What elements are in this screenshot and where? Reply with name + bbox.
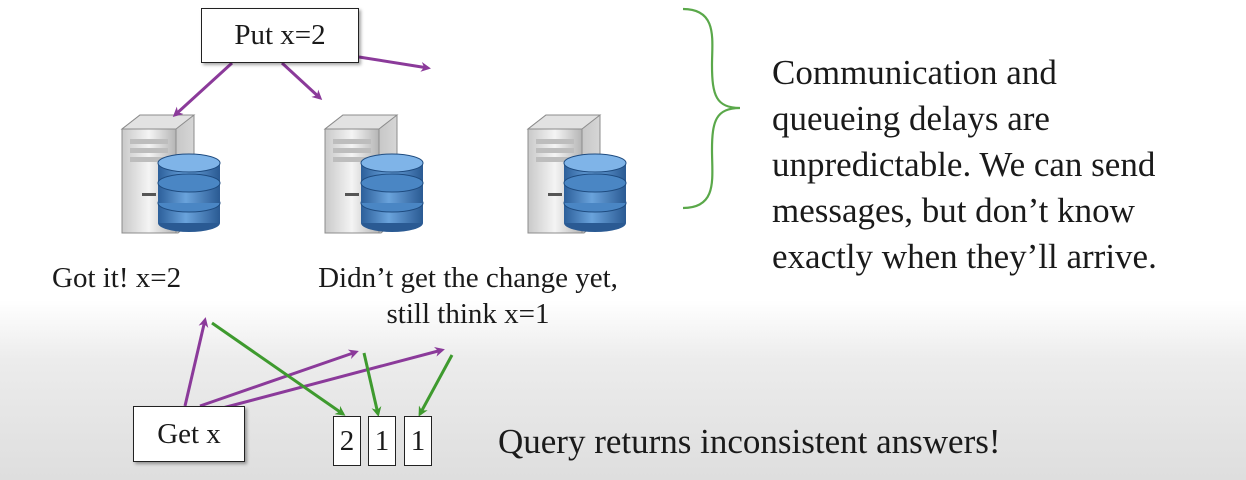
- server-1-icon: [121, 114, 221, 234]
- get-request-label: Get x: [157, 417, 221, 450]
- reply-arrow-from-server-2: [362, 352, 382, 417]
- put-request-label: Put x=2: [234, 19, 326, 51]
- put-request-box: Put x=2: [201, 8, 359, 63]
- get-request-box: Get x: [133, 406, 245, 462]
- explanation-line-2: queueing delays are: [772, 99, 1050, 138]
- reply-arrow-from-server-3: [418, 354, 454, 417]
- get-arrow-to-server-3: [214, 346, 445, 412]
- server-2-caption: Didn’t get the change yet, still think x…: [290, 260, 646, 333]
- explanation-line-3: unpredictable. We can send: [772, 145, 1156, 184]
- answer-box-3: 1: [404, 416, 432, 466]
- answer-box-1: 2: [333, 416, 361, 466]
- put-arrow-to-server-2: [280, 61, 323, 101]
- explanation-line-5: exactly when they’ll arrive.: [772, 237, 1157, 276]
- get-arrow-to-server-1: [183, 317, 209, 407]
- reply-arrow-from-server-1: [211, 321, 346, 416]
- put-arrow-to-server-1: [172, 61, 234, 118]
- server-3-icon: [527, 114, 627, 234]
- server-2-caption-line-1: Didn’t get the change yet,: [318, 262, 618, 294]
- explanation-text: Communication and queueing delays are un…: [772, 50, 1157, 280]
- server-2-caption-line-2: still think x=1: [386, 298, 550, 331]
- curly-brace: [682, 7, 741, 210]
- explanation-line-4: messages, but don’t know: [772, 191, 1135, 230]
- footer-text: Query returns inconsistent answers!: [498, 422, 1001, 461]
- server-2-icon: [324, 114, 424, 234]
- put-arrow-to-server-3: [358, 55, 431, 72]
- get-arrow-to-server-2: [199, 349, 359, 408]
- explanation-line-1: Communication and: [772, 53, 1057, 92]
- server-1-caption: Got it! x=2: [52, 262, 182, 294]
- answer-box-2: 1: [368, 416, 396, 466]
